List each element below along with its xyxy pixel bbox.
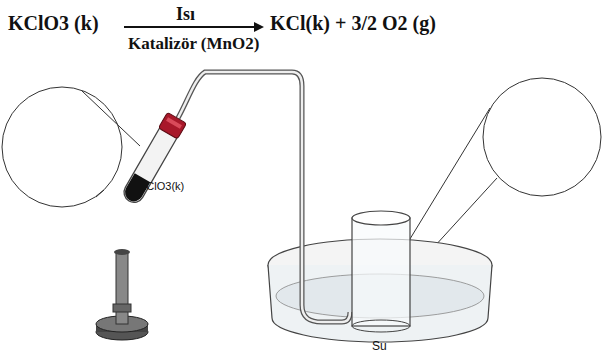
zoom-circle xyxy=(483,78,601,196)
substance-label: ←KClO3(k) xyxy=(128,180,184,192)
zoom-circle xyxy=(2,87,122,207)
gas-cylinder xyxy=(352,320,410,332)
test-tube xyxy=(119,112,186,206)
gas-cylinder xyxy=(352,211,410,225)
water-label: Su xyxy=(372,339,387,353)
arrow-head xyxy=(254,22,264,32)
gas-cylinder xyxy=(352,218,410,326)
zoom-line xyxy=(82,91,140,146)
reaction-arrow xyxy=(124,26,258,28)
condition-label: Isı xyxy=(176,4,195,25)
zoom-line xyxy=(96,190,104,197)
bunsen-burner xyxy=(96,249,148,340)
delivery-tube xyxy=(178,72,350,322)
delivery-tube xyxy=(178,72,350,322)
product-formula: KCl(k) + 3/2 O2 (g) xyxy=(270,12,436,35)
zoom-line xyxy=(402,108,490,252)
reactant-formula: KClO3 (k) xyxy=(8,12,99,35)
catalyst-label: Katalizör (MnO2) xyxy=(128,34,259,54)
